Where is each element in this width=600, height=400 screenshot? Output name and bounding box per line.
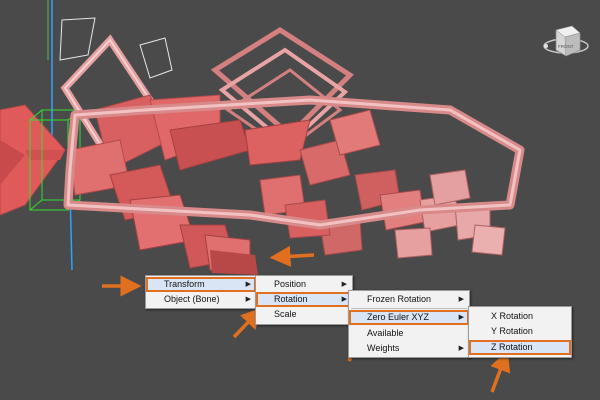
menu-item-label: Zero Euler XYZ [367, 312, 430, 322]
menu-item-z-rotation[interactable]: Z Rotation [469, 340, 571, 355]
red-box[interactable] [299, 139, 351, 186]
menu-item-label: X Rotation [491, 311, 534, 321]
submenu-arrow-icon: ▶ [458, 345, 464, 352]
red-box[interactable] [471, 224, 506, 256]
context-menu-zero-euler-xyz: X Rotation Y Rotation Z Rotation [468, 306, 572, 358]
menu-item-label: Transform [164, 279, 205, 289]
submenu-arrow-icon: ▶ [341, 281, 347, 288]
wire-ring [139, 37, 173, 79]
red-box[interactable] [394, 227, 433, 259]
red-box[interactable] [210, 250, 258, 275]
red-box[interactable] [244, 119, 311, 166]
red-prism[interactable] [25, 150, 65, 160]
menu-item-transform[interactable]: Transform ▶ [146, 277, 256, 292]
menu-divider [351, 308, 467, 309]
callout-arrow [232, 307, 263, 339]
tube-ring[interactable] [66, 98, 522, 227]
submenu-arrow-icon: ▶ [341, 296, 347, 303]
menu-item-label: Weights [367, 343, 400, 353]
submenu-arrow-icon: ▶ [245, 281, 251, 288]
menu-item-label: Available [367, 328, 404, 338]
menu-item-label: Scale [274, 309, 297, 319]
menu-item-position[interactable]: Position ▶ [256, 277, 352, 292]
menu-item-object-bone[interactable]: Object (Bone) ▶ [146, 292, 256, 307]
viewcube-icon[interactable]: FRONT [543, 25, 589, 57]
context-menu-root: Transform ▶ Object (Bone) ▶ [145, 275, 257, 309]
menu-item-label: Object (Bone) [164, 294, 220, 304]
callout-arrow [269, 245, 315, 267]
menu-item-weights[interactable]: Weights ▶ [349, 341, 469, 356]
red-prism[interactable] [0, 140, 25, 185]
menu-item-x-rotation[interactable]: X Rotation [469, 309, 571, 324]
context-menu-rotation: Frozen Rotation ▶ Zero Euler XYZ ▶ Avail… [348, 290, 470, 358]
menu-item-label: Frozen Rotation [367, 294, 432, 304]
menu-item-label: Position [274, 279, 307, 289]
context-menu-transform: Position ▶ Rotation ▶ Scale [255, 275, 353, 325]
menu-item-label: Y Rotation [491, 326, 533, 336]
menu-item-zero-euler-xyz[interactable]: Zero Euler XYZ ▶ [349, 310, 469, 325]
callout-arrow [490, 350, 511, 393]
submenu-arrow-icon: ▶ [458, 296, 464, 303]
menu-item-scale[interactable]: Scale [256, 307, 352, 322]
red-box[interactable] [429, 169, 471, 206]
menu-item-label: Z Rotation [491, 342, 533, 352]
menu-item-available[interactable]: Available [349, 326, 469, 341]
menu-item-y-rotation[interactable]: Y Rotation [469, 324, 571, 339]
submenu-arrow-icon: ▶ [245, 296, 251, 303]
wire-ring [59, 17, 96, 61]
menu-item-rotation[interactable]: Rotation ▶ [256, 292, 352, 307]
viewcube-front-label: FRONT [558, 44, 574, 49]
menu-item-label: Rotation [274, 294, 308, 304]
submenu-arrow-icon: ▶ [458, 314, 464, 321]
menu-item-frozen-rotation[interactable]: Frozen Rotation ▶ [349, 292, 469, 307]
cube-frame[interactable] [210, 27, 354, 139]
red-box[interactable] [329, 109, 381, 156]
